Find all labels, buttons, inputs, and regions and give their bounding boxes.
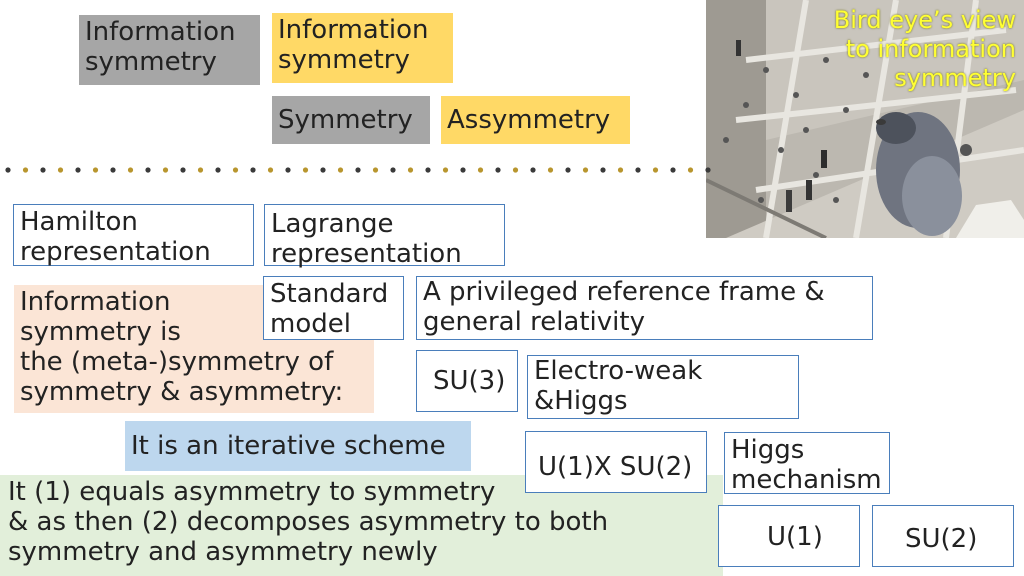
separator-dot	[40, 167, 46, 173]
separator-dot	[442, 167, 449, 173]
u1-x-su2-box: U(1)X SU(2)	[525, 431, 707, 493]
separator-dot	[355, 167, 361, 173]
information-symmetry-yellow-box: Information symmetry	[272, 13, 453, 83]
separator-dot	[320, 167, 326, 173]
separator-dot	[232, 167, 239, 173]
separator-dot	[512, 167, 519, 173]
hamilton-representation-box: Hamilton representation	[13, 204, 254, 267]
separator-dot	[180, 167, 186, 173]
separator-dot	[530, 167, 536, 173]
separator-dot	[495, 167, 501, 173]
separator-dot	[22, 167, 29, 173]
separator-dot	[197, 167, 204, 173]
separator-dot	[92, 167, 99, 173]
separator-dot	[145, 167, 151, 173]
piazza-pigeon-image	[706, 0, 1024, 238]
separator-dot	[600, 167, 606, 173]
separator-dot	[460, 167, 466, 173]
separator-dot	[687, 167, 694, 173]
separator-dot	[337, 167, 344, 173]
separator-dot	[5, 167, 11, 173]
photo-caption: Bird eye’s view to information symmetry	[833, 6, 1016, 92]
separator-dot	[75, 167, 81, 173]
bird-eye-photo: Bird eye’s view to information symmetry	[706, 0, 1024, 238]
separator-dot	[127, 167, 134, 173]
separator-dot	[250, 167, 256, 173]
u1-box: U(1)	[718, 505, 860, 567]
privileged-frame-box: A privileged reference frame & general r…	[416, 276, 873, 340]
higgs-mechanism-box: Higgs mechanism	[724, 432, 890, 495]
separator-dot	[110, 167, 116, 173]
separator-dot	[162, 167, 169, 173]
symmetry-box: Symmetry	[272, 96, 430, 144]
separator-dot	[477, 167, 484, 173]
separator-dot	[285, 167, 291, 173]
su3-box: SU(3)	[416, 350, 518, 412]
separator-dot	[425, 167, 431, 173]
separator-dot	[372, 167, 379, 173]
iterative-scheme-box: It is an iterative scheme	[125, 421, 471, 471]
separator-dot	[652, 167, 659, 173]
standard-model-box: Standard model	[263, 276, 404, 340]
electroweak-higgs-box: Electro-weak &Higgs	[527, 355, 799, 419]
separator-dot	[705, 167, 711, 173]
separator-dot	[670, 167, 676, 173]
separator-dot	[617, 167, 624, 173]
separator-dot	[582, 167, 589, 173]
dotted-separator	[5, 167, 711, 173]
separator-dot	[407, 167, 414, 173]
separator-dot	[390, 167, 396, 173]
lagrange-representation-box: Lagrange representation	[264, 204, 505, 269]
separator-dot	[57, 167, 64, 173]
separator-dot	[215, 167, 221, 173]
assymmetry-box: Assymmetry	[441, 96, 630, 144]
information-symmetry-gray-box: Information symmetry	[79, 15, 260, 85]
separator-dot	[302, 167, 309, 173]
su2-box: SU(2)	[872, 505, 1014, 567]
separator-dot	[267, 167, 274, 173]
separator-dot	[547, 167, 554, 173]
separator-dot	[635, 167, 641, 173]
separator-dot	[565, 167, 571, 173]
